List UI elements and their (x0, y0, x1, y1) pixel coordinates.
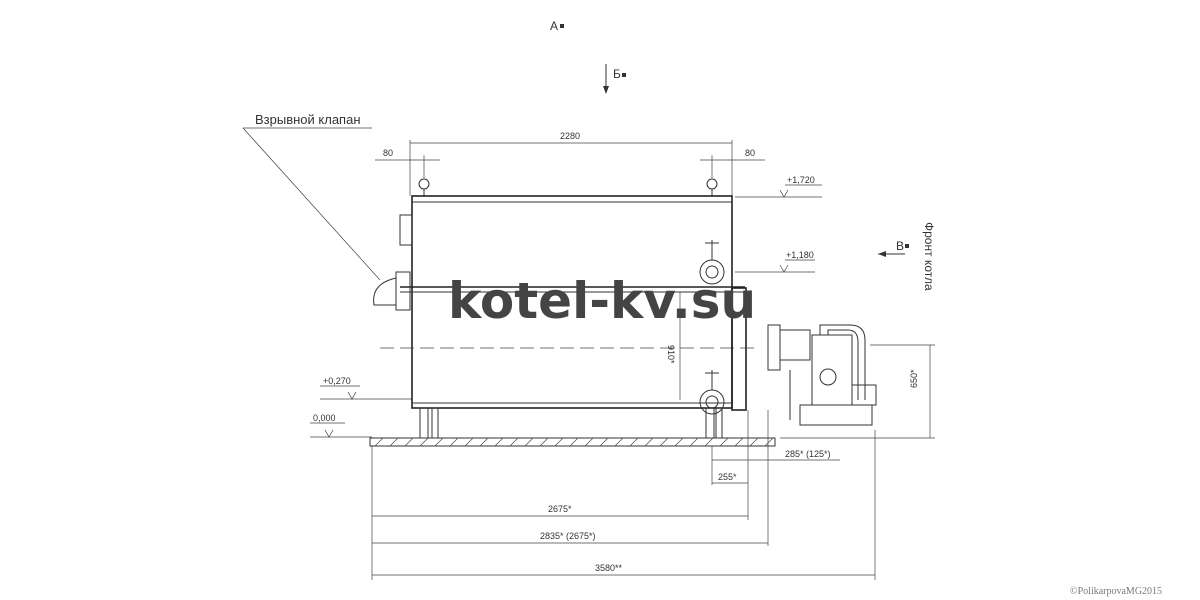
view-b-label: Б (613, 67, 621, 81)
gas-pipe (819, 324, 866, 400)
dim-285: 285* (125*) (785, 449, 831, 459)
level-low: +0,270 (323, 376, 351, 386)
gas-pipe-inner (827, 329, 859, 400)
floor-slab (369, 437, 776, 447)
level-low-mark (347, 391, 357, 400)
lower-nozzle (699, 389, 725, 415)
explosion-valve-label: Взрывной клапан (255, 112, 361, 127)
lifting-lug-left (418, 178, 430, 190)
lifting-lug-right (706, 178, 718, 190)
level-top-mark (779, 189, 789, 198)
burner-assembly (767, 324, 877, 426)
view-b-arrowhead (603, 86, 609, 94)
leg-left-2 (431, 407, 439, 439)
view-v-label: В (896, 239, 904, 253)
boiler-front-label: Фронт котла (922, 222, 936, 291)
dim-910: 910* (666, 345, 676, 364)
level-zero: 0,000 (313, 413, 336, 423)
burner-flange (767, 324, 781, 371)
burner-base (799, 404, 873, 426)
view-v-arrowhead (878, 251, 886, 257)
lower-nozzle-inner (705, 395, 719, 409)
view-a-label: A (550, 19, 558, 33)
watermark: kotel-kv.su (448, 272, 756, 330)
dim-650: 650* (909, 369, 919, 388)
burner-motor (851, 384, 877, 406)
burner-body (779, 329, 811, 361)
explosion-valve-leader (242, 127, 381, 281)
dim-80-right: 80 (745, 148, 755, 158)
explosion-valve (373, 277, 397, 306)
floor-hatch (374, 437, 774, 447)
upper-nozzle-inner (705, 265, 719, 279)
dim-2280: 2280 (560, 131, 580, 141)
front-door (731, 287, 747, 411)
view-v-marker (905, 244, 909, 248)
dim-2835: 2835* (2675*) (540, 531, 596, 541)
level-top: +1,720 (787, 175, 815, 185)
view-a-marker (560, 24, 564, 28)
dim-255: 255* (718, 472, 737, 482)
level-mid-mark (779, 264, 789, 273)
view-b-marker (622, 73, 626, 77)
gas-valve (819, 368, 837, 386)
explosion-valve-flange (395, 271, 411, 311)
copyright: ©PolikarpovaMG2015 (1070, 586, 1162, 597)
level-zero-mark (324, 429, 334, 438)
leg-left-1 (419, 407, 429, 439)
level-mid: +1,180 (786, 250, 814, 260)
dim-2675: 2675* (548, 504, 572, 514)
side-hatch (399, 214, 413, 246)
dim-3580: 3580** (595, 563, 623, 573)
dim-80-left: 80 (383, 148, 393, 158)
